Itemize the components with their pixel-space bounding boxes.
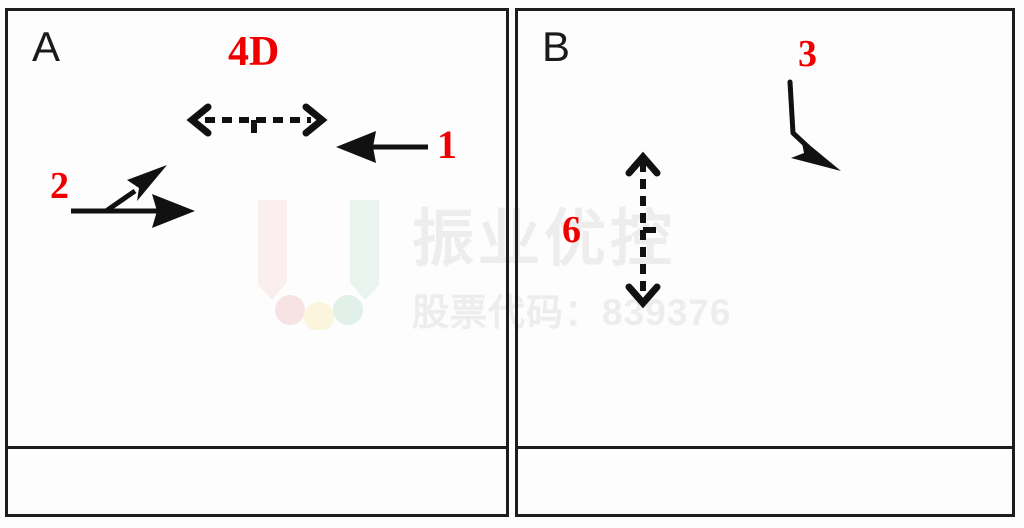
- panel-a-bottom-divider: [8, 446, 506, 449]
- annotation-label-3: 3: [798, 33, 817, 75]
- panel-a-frame: [5, 8, 509, 517]
- panel-a-letter: A: [32, 23, 61, 70]
- annotation-label-4d: 4D: [228, 29, 280, 75]
- panel-b-letter: B: [542, 23, 571, 70]
- annotation-label-1: 1: [437, 122, 457, 167]
- annotation-label-6: 6: [562, 209, 581, 251]
- annotation-label-2: 2: [50, 165, 69, 207]
- panel-b-bottom-divider: [518, 446, 1012, 449]
- panel-b-frame: [515, 8, 1015, 517]
